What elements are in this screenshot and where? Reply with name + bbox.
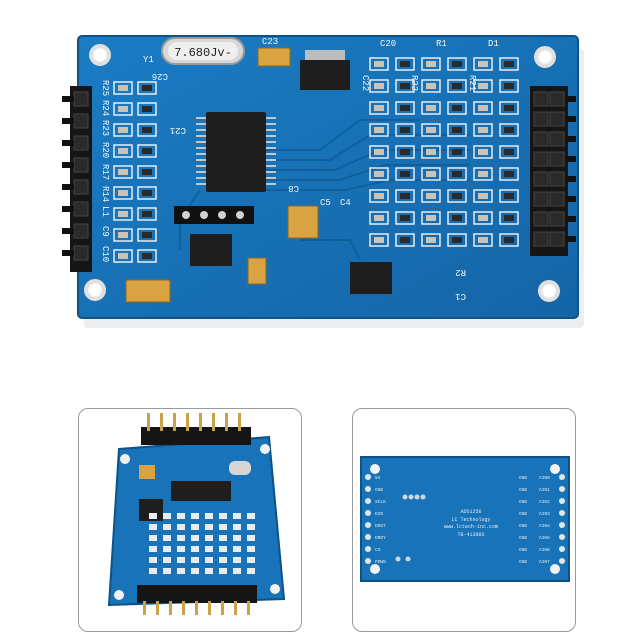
label-r17: R17 bbox=[100, 164, 110, 180]
back-right-pin-label: AIN2 bbox=[539, 499, 550, 505]
label-c22: C22 bbox=[360, 75, 370, 91]
label-r25: R25 bbox=[100, 80, 110, 96]
back-right-pin-label: AIN6 bbox=[539, 547, 550, 553]
back-left-pin-label: DIN bbox=[375, 511, 383, 517]
crystal-label: 7.680Jv- bbox=[174, 46, 232, 60]
back-left-pin-label: 5V bbox=[375, 475, 381, 481]
tantalum-capacitors bbox=[125, 47, 319, 303]
back-right-pin-label: AIN1 bbox=[539, 487, 550, 493]
op-amp-chip-2 bbox=[350, 262, 392, 294]
back-gnd-label: GND bbox=[519, 559, 527, 565]
pcb-board-image: 7.680Jv- Y1 bbox=[62, 35, 584, 328]
label-c1: C1 bbox=[455, 291, 466, 301]
label-c8: C8 bbox=[288, 183, 299, 193]
back-gnd-label: GND bbox=[519, 535, 527, 541]
thumbnail-back-view[interactable]: ADS1256 LC Technology www.lctech-inc.com… bbox=[352, 408, 576, 632]
label-c9: C9 bbox=[100, 226, 110, 237]
thumbnail-front-image bbox=[107, 413, 286, 615]
back-right-pin-label: AIN4 bbox=[539, 523, 550, 529]
label-c26: C26 bbox=[152, 71, 168, 81]
label-r24: R24 bbox=[100, 100, 110, 116]
back-right-pin-label: AIN7 bbox=[539, 559, 550, 565]
back-left-pin-label: PDWN bbox=[375, 559, 386, 565]
back-gnd-label: GND bbox=[519, 523, 527, 529]
thumbnail-back-image: ADS1256 LC Technology www.lctech-inc.com… bbox=[360, 456, 570, 582]
thumbnail-front-view[interactable] bbox=[78, 408, 302, 632]
back-gnd-label: GND bbox=[519, 475, 527, 481]
back-left-pin-label: CS bbox=[375, 547, 381, 553]
back-gnd-label: GND bbox=[519, 547, 527, 553]
label-c20: C20 bbox=[380, 39, 396, 49]
back-maker: LC Technology bbox=[451, 517, 490, 523]
back-left-pin-label: DRDY bbox=[375, 535, 386, 541]
label-r14: R14 bbox=[100, 186, 110, 202]
smd-component-grid bbox=[369, 57, 519, 247]
back-code: TB-41388S bbox=[457, 532, 484, 538]
label-c5: C5 bbox=[320, 198, 331, 208]
op-amp-chip-1 bbox=[190, 234, 232, 266]
label-r20: R20 bbox=[100, 142, 110, 158]
label-r2: R2 bbox=[455, 267, 466, 277]
label-d1: D1 bbox=[488, 39, 499, 49]
label-c4: C4 bbox=[340, 198, 351, 208]
four-pin-header bbox=[174, 206, 254, 224]
label-c23: C23 bbox=[262, 37, 278, 47]
back-left-pin-label: DOUT bbox=[375, 523, 386, 529]
voltage-regulator bbox=[300, 60, 350, 90]
back-right-pin-label: AIN5 bbox=[539, 535, 550, 541]
back-gnd-label: GND bbox=[519, 499, 527, 505]
label-y1: Y1 bbox=[143, 55, 154, 65]
label-c21: C21 bbox=[170, 125, 186, 135]
crystal-oscillator: 7.680Jv- bbox=[161, 37, 245, 65]
back-right-pin-label: AIN0 bbox=[539, 475, 550, 481]
back-url: www.lctech-inc.com bbox=[444, 524, 498, 530]
main-product-photo: 7.680Jv- Y1 bbox=[62, 35, 584, 328]
back-chip-name: ADS1256 bbox=[460, 509, 481, 515]
back-left-pin-label: SCLK bbox=[375, 499, 386, 505]
label-r22: R22 bbox=[409, 75, 419, 91]
back-right-pin-label: AIN3 bbox=[539, 511, 550, 517]
back-left-pin-label: GND bbox=[375, 487, 383, 493]
left-component-column bbox=[113, 81, 157, 263]
label-l1: L1 bbox=[100, 206, 110, 217]
label-r1: R1 bbox=[436, 39, 447, 49]
label-c10: C10 bbox=[100, 246, 110, 262]
label-r23: R23 bbox=[100, 120, 110, 136]
label-r21: R21 bbox=[467, 75, 477, 91]
back-gnd-label: GND bbox=[519, 487, 527, 493]
adc-chip bbox=[196, 112, 276, 192]
back-gnd-label: GND bbox=[519, 511, 527, 517]
